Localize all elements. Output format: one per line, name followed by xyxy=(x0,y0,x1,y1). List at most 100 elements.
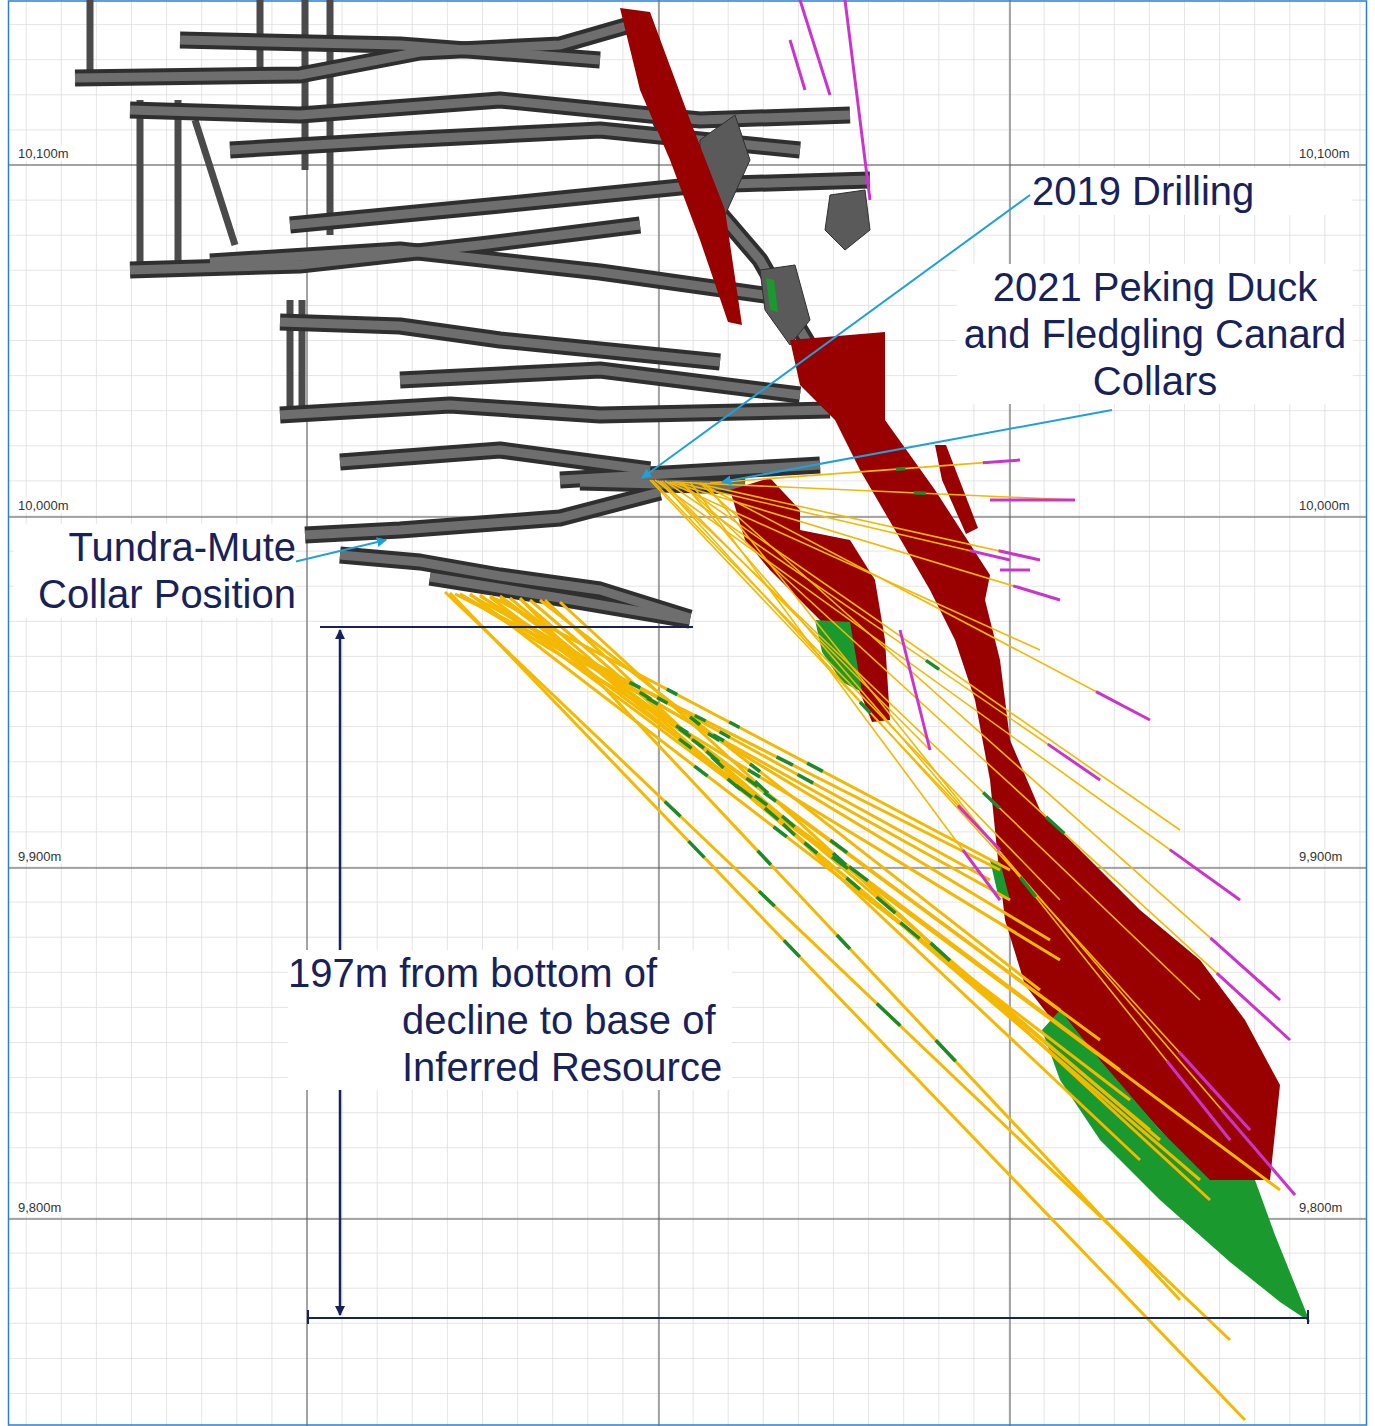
drill-hole-end xyxy=(1167,1061,1230,1140)
minor-grid-line xyxy=(938,0,939,1426)
shaft xyxy=(175,100,182,270)
drill-hole xyxy=(560,602,1210,1200)
drill-hole xyxy=(520,598,1180,1300)
callout-label: 2021 Peking Duck and Fledgling Canard Co… xyxy=(957,264,1353,404)
drill-hole xyxy=(700,483,1150,720)
drill-hole-end xyxy=(963,850,1000,900)
minor-grid-line xyxy=(8,1288,1366,1289)
shaft xyxy=(87,0,94,80)
minor-grid-line xyxy=(8,24,1366,25)
minor-grid-line xyxy=(903,0,904,1426)
assay-interval xyxy=(914,491,926,495)
ore-body xyxy=(620,8,742,325)
minor-grid-line xyxy=(763,0,764,1426)
dimension-arrow xyxy=(339,630,342,780)
frame-border xyxy=(9,1,1367,1425)
shaft xyxy=(195,120,235,245)
drill-hole-end xyxy=(999,551,1040,560)
assay-interval xyxy=(774,827,787,837)
assay-interval xyxy=(849,867,868,881)
assay-interval xyxy=(748,770,760,777)
assay-interval xyxy=(983,792,999,808)
minor-grid-line xyxy=(8,656,1366,657)
major-grid-line xyxy=(307,0,308,1426)
ore-body xyxy=(935,445,978,534)
assay-interval xyxy=(679,739,692,748)
inferred-zone xyxy=(766,278,778,312)
stope xyxy=(825,190,870,250)
minor-grid-line xyxy=(8,1323,1366,1324)
assay-interval xyxy=(783,824,795,835)
mine-level-face xyxy=(340,450,650,470)
assay-interval xyxy=(846,878,860,890)
assay-interval xyxy=(900,923,919,939)
mine-level xyxy=(280,322,720,362)
minor-grid-line xyxy=(307,0,308,1426)
mine-level xyxy=(280,405,830,415)
drill-hole-end xyxy=(1221,1109,1295,1195)
minor-grid-line xyxy=(8,1393,1366,1394)
assay-interval xyxy=(764,792,776,801)
shaft xyxy=(137,100,144,270)
mine-level-face xyxy=(305,492,660,535)
drill-hole xyxy=(710,460,1020,483)
callout-label: Tundra-Mute Collar Position xyxy=(14,524,296,618)
drill-hole-end xyxy=(900,630,930,750)
assay-interval xyxy=(798,775,814,784)
assay-interval xyxy=(765,808,779,820)
assay-interval xyxy=(708,734,719,741)
drill-hole xyxy=(490,596,1010,870)
minor-grid-line xyxy=(166,0,167,1426)
assay-interval xyxy=(755,796,768,805)
assay-interval xyxy=(629,682,640,688)
drill-hole-end xyxy=(990,499,1075,502)
minor-grid-line xyxy=(96,0,97,1426)
elevation-label: 9,800m xyxy=(1297,1200,1344,1215)
mine-level xyxy=(290,180,870,225)
elevation-label: 10,000m xyxy=(16,498,71,513)
assay-interval xyxy=(1046,817,1064,834)
assay-interval xyxy=(712,757,724,768)
assay-interval xyxy=(676,726,688,733)
minor-grid-line xyxy=(8,902,1366,903)
assay-interval xyxy=(784,940,800,957)
assay-interval xyxy=(690,717,700,725)
assay-interval xyxy=(1020,877,1036,897)
assay-interval xyxy=(807,763,823,771)
assay-interval xyxy=(877,897,896,913)
drill-hole xyxy=(682,482,1295,1195)
assay-interval xyxy=(692,739,704,748)
drill-hole-end xyxy=(790,40,805,90)
assay-interval xyxy=(837,935,850,949)
assay-interval xyxy=(665,801,681,816)
drill-hole-end xyxy=(1048,744,1100,780)
minor-grid-line xyxy=(587,0,588,1426)
drill-hole-end xyxy=(845,0,870,200)
mine-level xyxy=(305,492,660,535)
drill-hole xyxy=(678,482,1180,830)
minor-grid-line xyxy=(1360,0,1361,1426)
minor-grid-line xyxy=(131,0,132,1426)
drill-hole-end xyxy=(1170,850,1240,900)
ore-body xyxy=(790,332,1280,1180)
drill-hole xyxy=(665,481,1100,780)
mine-level xyxy=(340,450,650,470)
assay-interval xyxy=(640,692,651,699)
minor-grid-line xyxy=(8,235,1366,236)
dimension-line xyxy=(320,626,693,628)
leader-line xyxy=(722,410,1112,482)
major-grid-line xyxy=(8,1219,1366,1220)
minor-grid-line xyxy=(271,0,272,1426)
minor-grid-line xyxy=(798,0,799,1426)
minor-grid-line xyxy=(236,0,237,1426)
drill-hole xyxy=(658,481,1200,1000)
drill-hole xyxy=(652,480,1060,900)
minor-grid-line xyxy=(8,94,1366,95)
mine-level xyxy=(130,100,850,120)
drill-hole xyxy=(700,483,1280,1000)
drill-hole-end xyxy=(800,0,830,95)
assay-interval xyxy=(877,1003,901,1025)
elevation-label: 10,100m xyxy=(1297,146,1352,161)
assay-interval xyxy=(804,843,817,854)
